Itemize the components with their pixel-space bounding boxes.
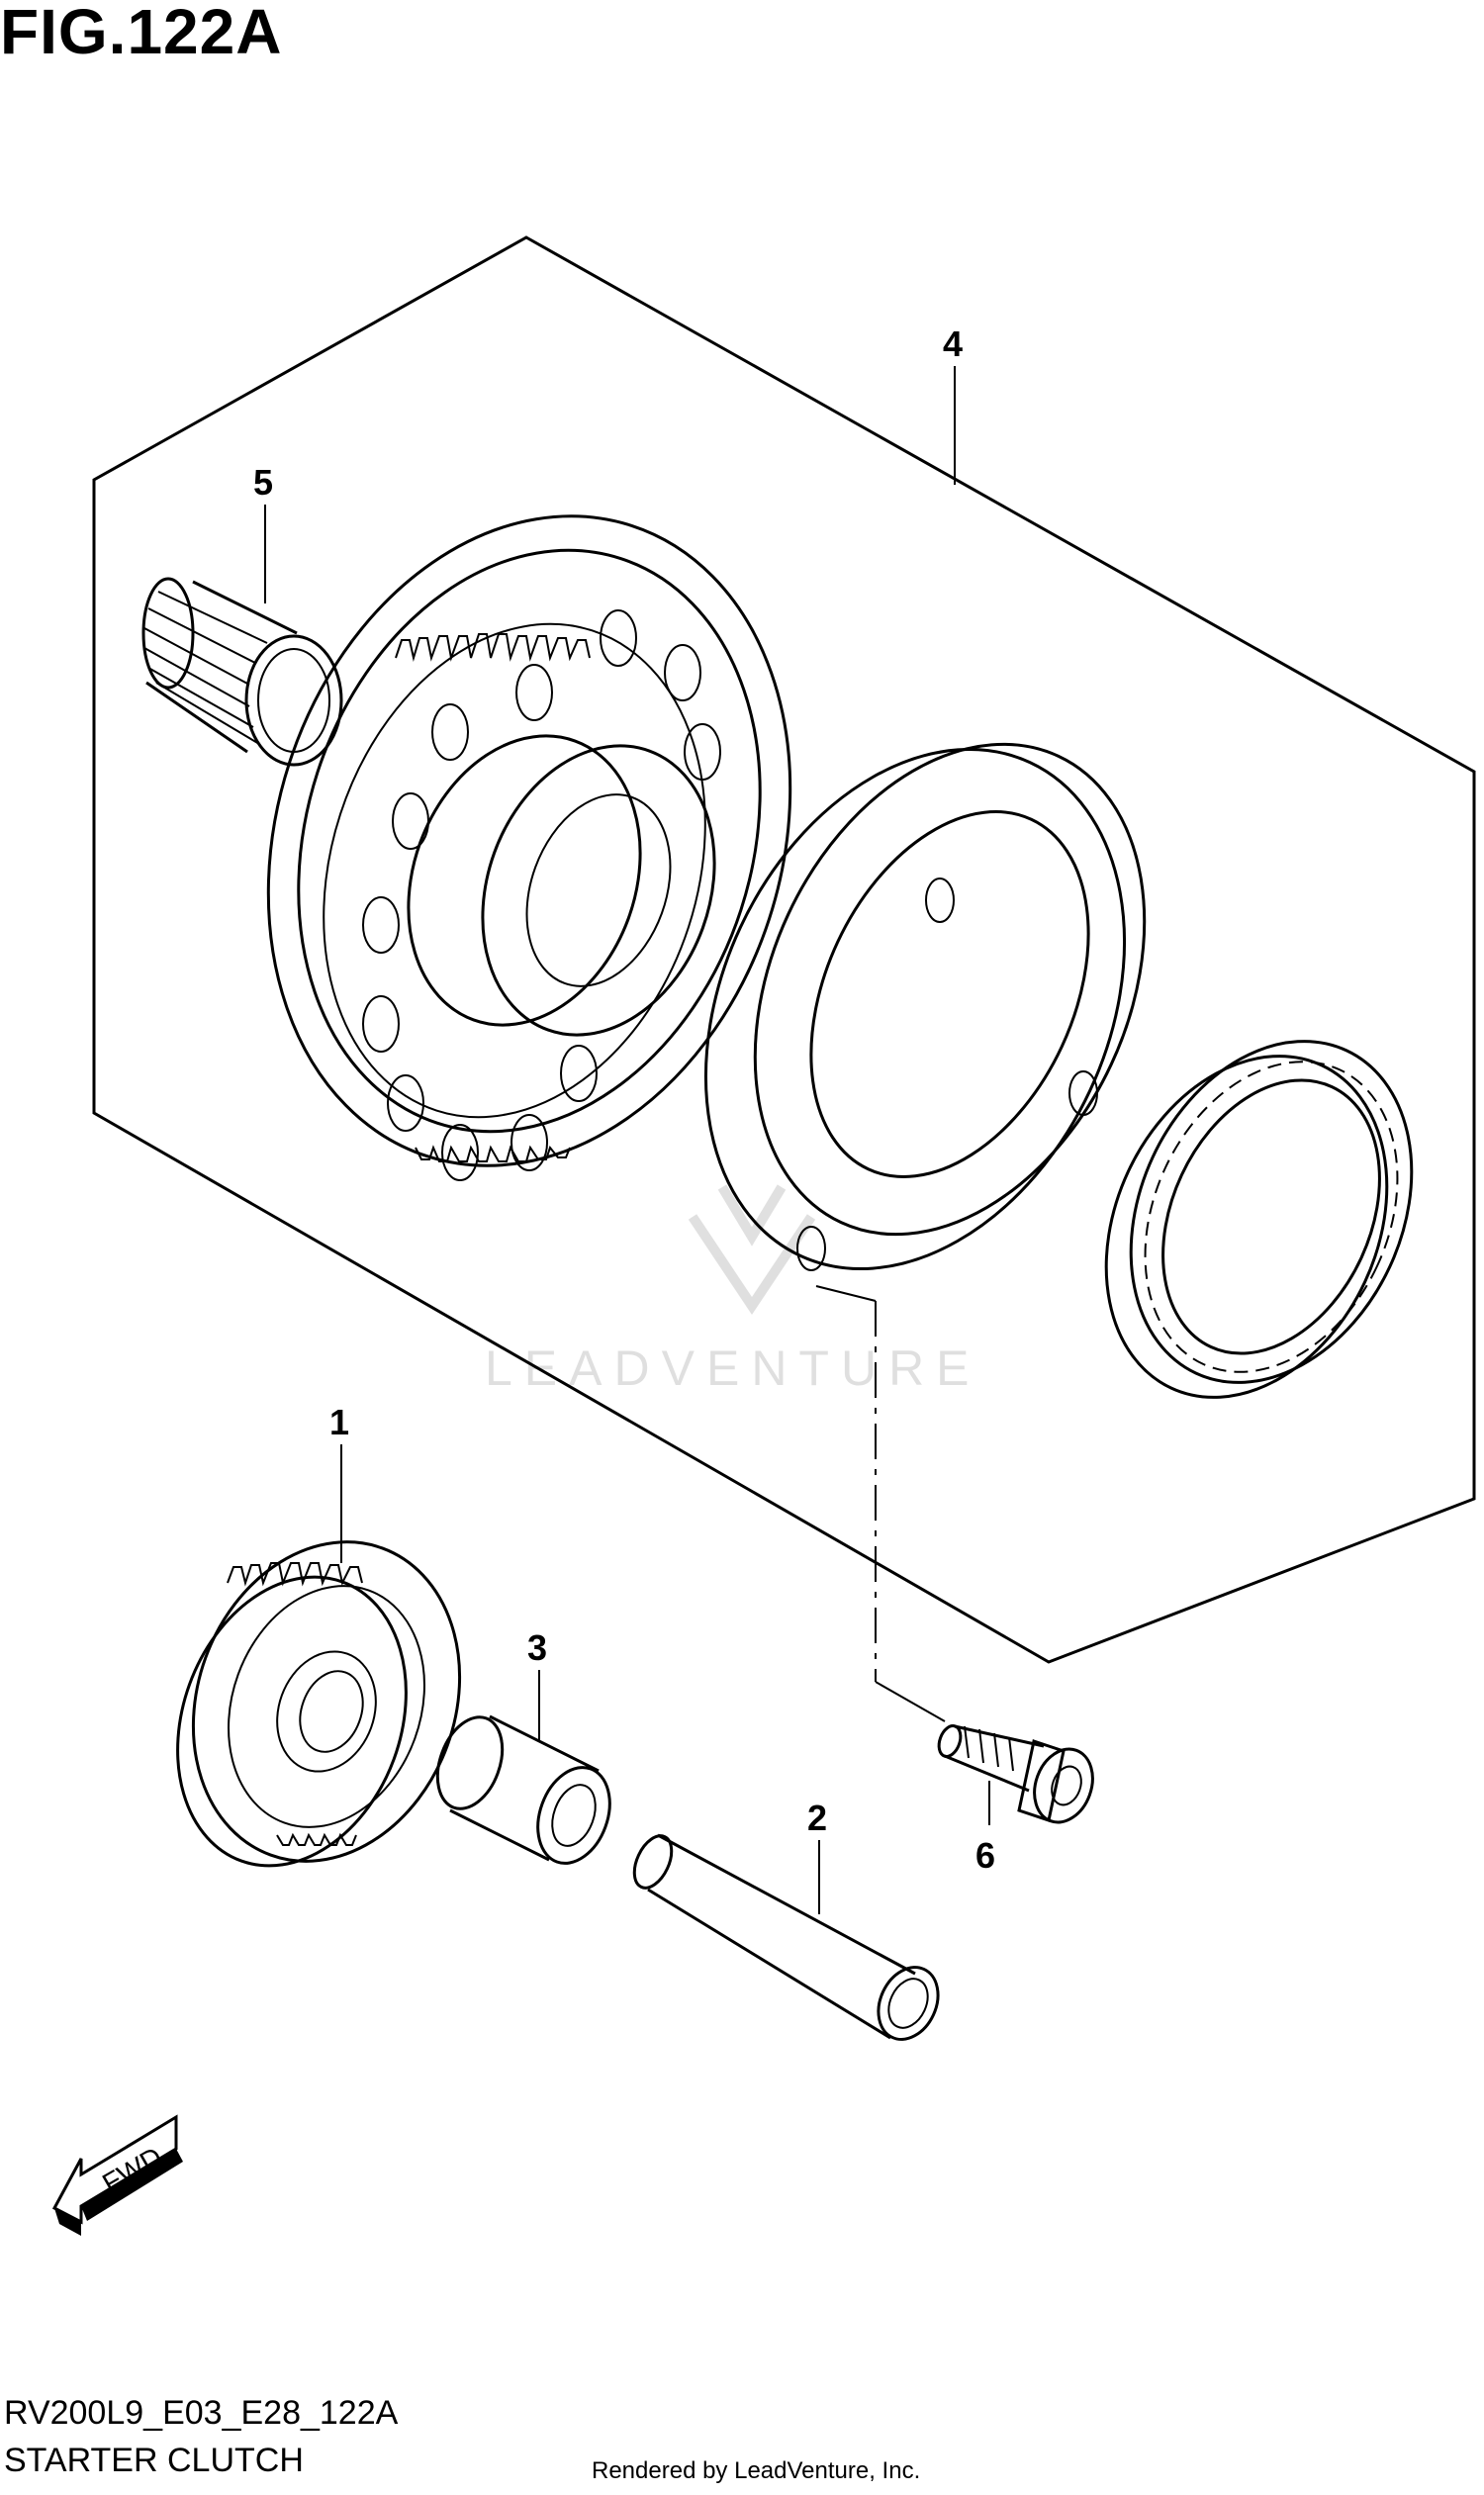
watermark-text: LEADVENTURE — [485, 1340, 981, 1396]
starter-driven-gear[interactable] — [139, 1504, 503, 1898]
callout-5[interactable]: 5 — [253, 462, 273, 503]
bolt[interactable] — [935, 1723, 1102, 1831]
figure-title: FIG.122A — [0, 0, 283, 67]
callout-1[interactable]: 1 — [329, 1402, 349, 1442]
needle-bearing[interactable] — [141, 577, 343, 767]
callout-3[interactable]: 3 — [527, 1627, 547, 1668]
diagram-subtitle: STARTER CLUTCH — [4, 2442, 304, 2479]
callout-4[interactable]: 4 — [943, 323, 963, 364]
clutch-housing[interactable] — [625, 681, 1220, 1337]
bushing[interactable] — [425, 1709, 622, 1874]
leader-lines — [264, 366, 990, 1914]
callout-6[interactable]: 6 — [975, 1835, 995, 1876]
rendered-by-credit: Rendered by LeadVenture, Inc. — [592, 2457, 921, 2484]
assembly-frame — [92, 235, 1476, 1664]
one-way-clutch[interactable] — [1053, 995, 1464, 1443]
shaft[interactable] — [627, 1830, 950, 2049]
watermark: LEADVENTURE — [485, 1184, 981, 1396]
diagram-code: RV200L9_E03_E28_122A — [4, 2394, 399, 2432]
fwd-arrow-icon: FWD — [51, 2114, 183, 2236]
starter-clutch-gear[interactable] — [187, 448, 872, 1235]
callout-2[interactable]: 2 — [807, 1798, 827, 1838]
